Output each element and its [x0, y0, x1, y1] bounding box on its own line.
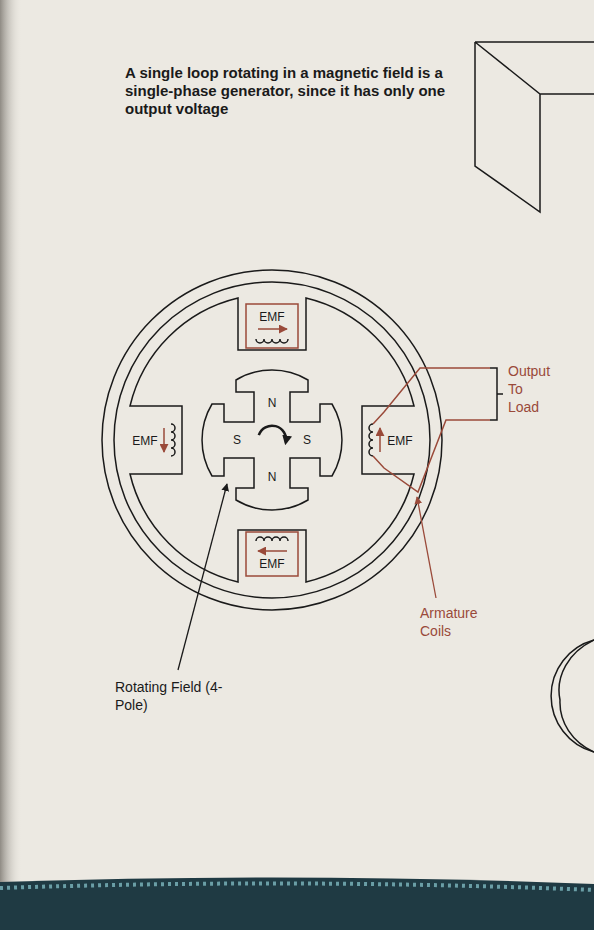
frame-outer: [102, 270, 442, 610]
armature-coil: [256, 339, 288, 343]
emf-arrow: [379, 428, 381, 452]
pole-letter: S: [303, 432, 311, 448]
armature-coil: [171, 424, 175, 456]
stator-outline: [130, 298, 414, 582]
emf-arrow: [258, 328, 287, 330]
pole-letter: N: [268, 469, 277, 485]
pole-letter: S: [233, 432, 241, 448]
caption: A single loop rotating in a magnetic fie…: [125, 64, 447, 118]
rotor-outline: [202, 370, 342, 510]
emf-label: EMF: [259, 309, 284, 325]
page-shadow: [0, 0, 22, 930]
emf-box: [246, 532, 298, 576]
book-edge-pattern: [0, 883, 594, 890]
output-bracket: [490, 368, 503, 420]
leader-line: [178, 484, 227, 670]
emf-arrow: [258, 550, 287, 552]
rotation-arrow: [259, 426, 286, 443]
emf-label: EMF: [132, 433, 157, 449]
output-label: Output To Load: [508, 362, 550, 416]
output-wire: [373, 368, 490, 424]
part-label: Armature Coils: [420, 604, 478, 640]
armature-coil: [369, 424, 373, 456]
output-wire: [373, 420, 490, 492]
emf-box: [246, 304, 298, 348]
frame-inner: [114, 282, 430, 598]
box-sketch: [475, 42, 594, 212]
emf-arrow: [163, 428, 165, 452]
book-edge: [0, 877, 594, 930]
circle-sketch: [551, 640, 594, 752]
emf-label: EMF: [259, 556, 284, 572]
part-label: Rotating Field (4-Pole): [115, 678, 227, 714]
armature-coil: [256, 537, 288, 541]
pole-letter: N: [268, 395, 277, 411]
circle-sketch: [559, 640, 594, 752]
leader-line: [417, 497, 436, 598]
emf-label: EMF: [387, 433, 412, 449]
